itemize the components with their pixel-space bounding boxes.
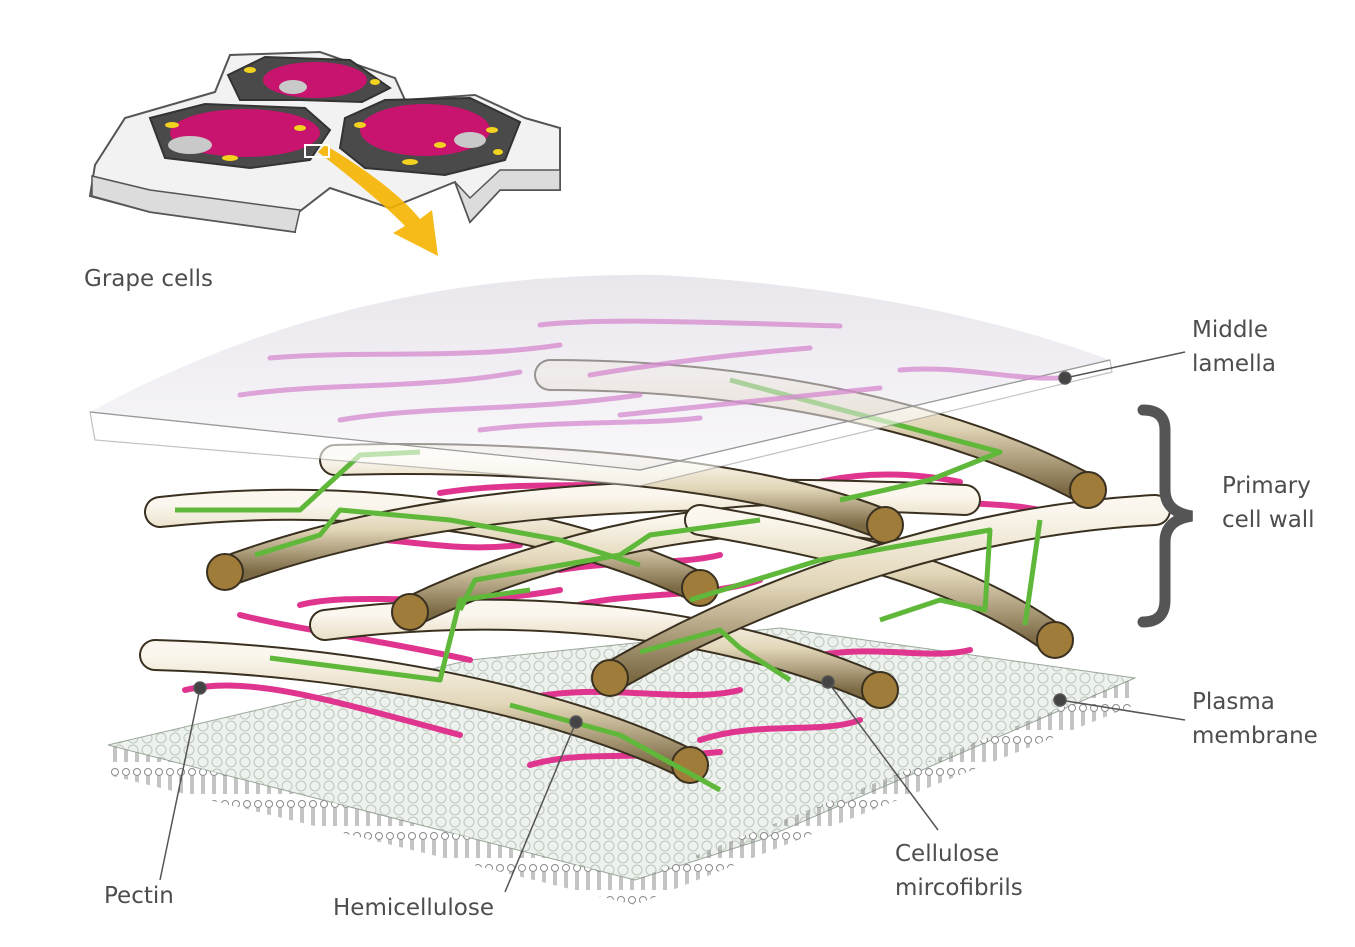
label-primary-cell-wall: Primary cell wall (1222, 473, 1315, 533)
label-hemicellulose: Hemicellulose (333, 895, 494, 921)
middle-lamella-sheet (89, 274, 1113, 487)
label-cellulose-microfibrils: Cellulose mircofibrils (895, 841, 1023, 901)
zoom-arrow (318, 145, 438, 256)
primary-cell-wall-bracket (1137, 404, 1194, 628)
label-middle-lamella: Middle lamella (1192, 317, 1276, 377)
label-plasma-membrane: Plasma membrane (1192, 689, 1318, 749)
chloroplasts (165, 67, 503, 165)
grape-cells-illustration (88, 50, 561, 256)
leader-lines (159, 351, 1186, 893)
hemicellulose-strands (175, 377, 1043, 793)
label-pectin: Pectin (104, 883, 174, 909)
label-grape-cells: Grape cells (84, 266, 213, 292)
